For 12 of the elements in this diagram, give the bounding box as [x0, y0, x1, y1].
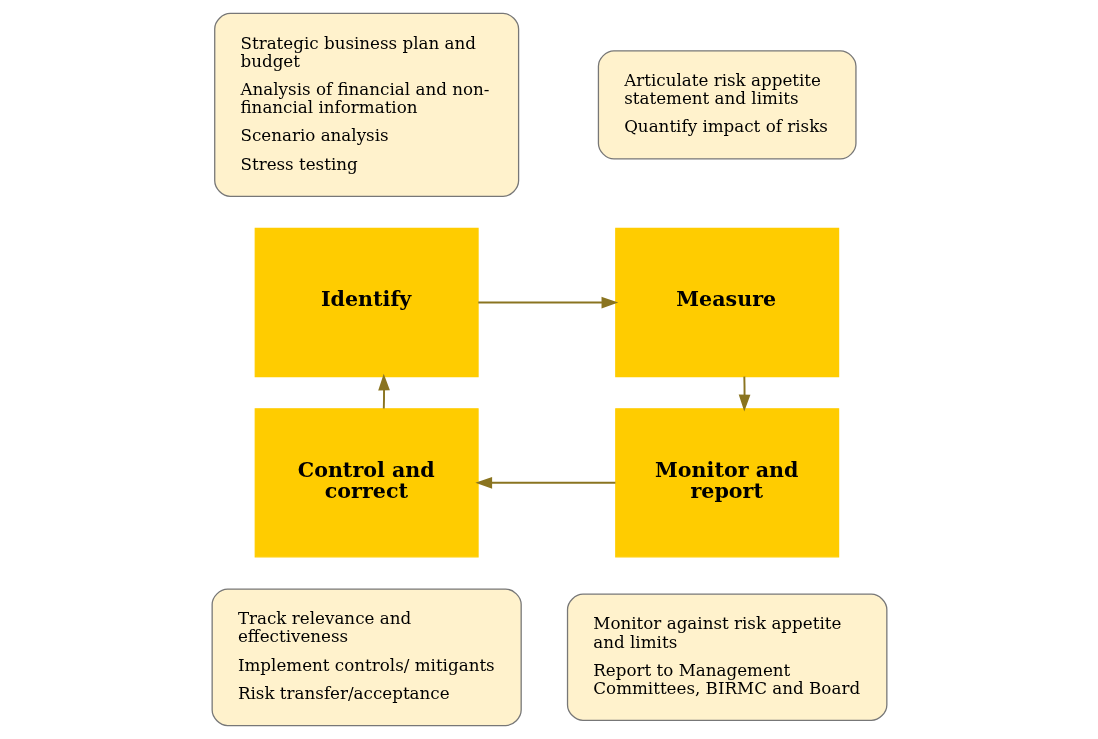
- node-box: Measure: [614, 227, 839, 378]
- node-box: Monitor and report: [614, 408, 839, 558]
- arrow: [377, 373, 390, 410]
- node-box: Track relevance and effectiveness Implement controls/ mitigants Risk transfer/acceptance: [211, 588, 522, 727]
- node-box: Monitor against risk appetite and limits Report to Management Committees, BIRMC and Board: [566, 593, 887, 721]
- node-box: Control and correct: [254, 408, 479, 558]
- node-box: Articulate risk appetite statement and limits Quantify impact of risks: [597, 50, 857, 160]
- node-box: Strategic business plan and budget Analysis of financial and non-financial information Scenario analysis Stress testing: [213, 12, 519, 197]
- arrow: [738, 375, 750, 412]
- arrow: [476, 296, 618, 309]
- node-box: Identify: [254, 227, 479, 378]
- arrow: [474, 476, 616, 489]
